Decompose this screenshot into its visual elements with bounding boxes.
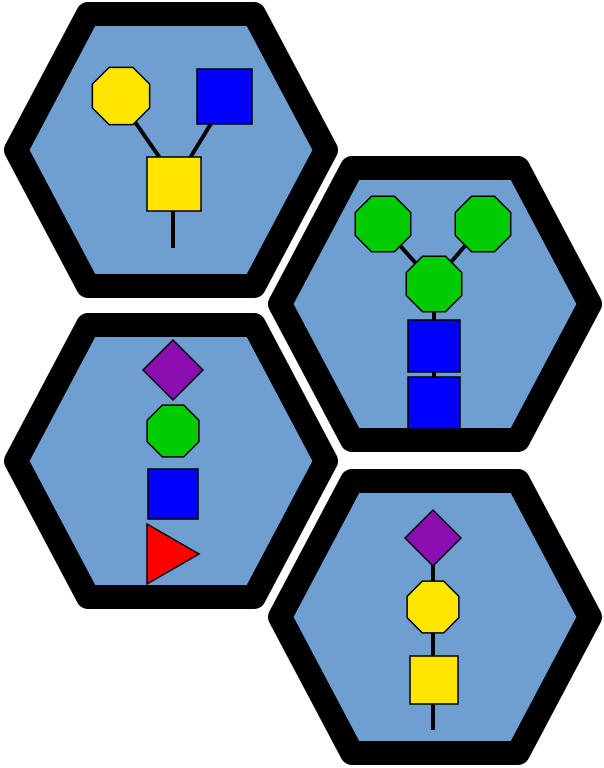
green-circle-mannose bbox=[354, 195, 412, 253]
purple-diamond-sialic-acid bbox=[141, 338, 205, 402]
green-circle-mannose bbox=[454, 195, 512, 253]
hexagon-glycan-4 bbox=[268, 469, 602, 765]
blue-square-glcnac bbox=[147, 468, 199, 520]
yellow-circle-galactose bbox=[91, 66, 151, 126]
blue-square-glcnac bbox=[407, 319, 461, 373]
purple-diamond-sialic-acid bbox=[403, 508, 463, 568]
green-circle-mannose bbox=[146, 404, 200, 458]
yellow-circle-galactose bbox=[406, 580, 460, 634]
yellow-square-galnac bbox=[146, 156, 202, 212]
hexagon-frame bbox=[4, 313, 338, 609]
hexagon-glycan-1 bbox=[4, 2, 338, 298]
linkage-line bbox=[188, 120, 214, 160]
hexagon-glycan-3 bbox=[4, 313, 338, 609]
hexagon-glycan-2 bbox=[268, 156, 602, 452]
blue-square-glcnac bbox=[196, 68, 253, 125]
green-circle-mannose bbox=[405, 255, 463, 313]
linkage-line bbox=[133, 120, 162, 160]
yellow-square-galnac bbox=[409, 655, 459, 705]
blue-square-glcnac bbox=[407, 376, 461, 430]
red-triangle-fucose bbox=[146, 522, 201, 586]
